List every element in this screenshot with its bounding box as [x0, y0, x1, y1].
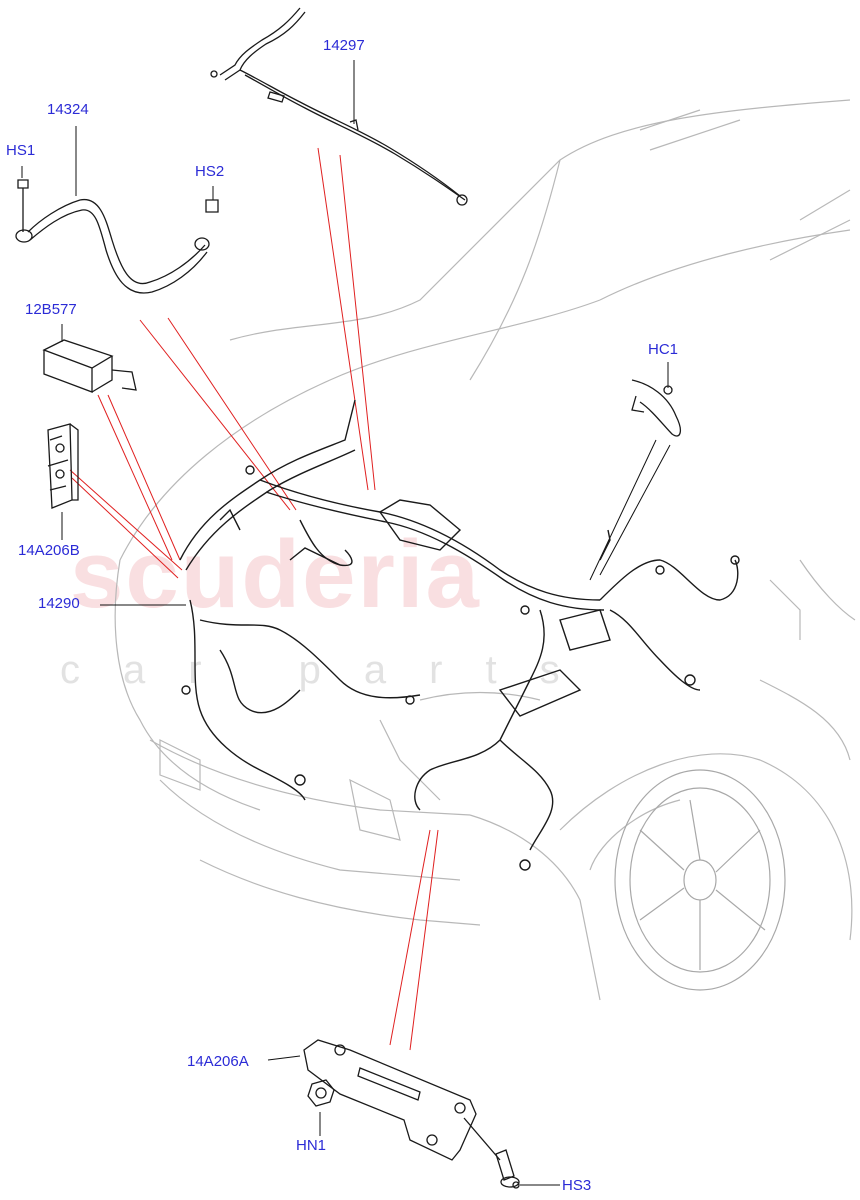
module-12b577 [42, 339, 137, 393]
callout-14a206b: 14A206B [18, 542, 80, 559]
wheel-outline [614, 769, 786, 991]
callout-14297: 14297 [323, 37, 365, 54]
callout-hs1: HS1 [6, 142, 36, 159]
callout-14a206a: 14A206A [187, 1053, 249, 1070]
clip-hc1 [631, 379, 682, 437]
earth-strap-14324 [15, 179, 219, 294]
bracket-14a206b [47, 423, 79, 509]
car-outline [114, 99, 856, 1001]
bolt-hs3 [463, 1117, 520, 1189]
harness-14297 [210, 7, 468, 206]
nut-hn1 [307, 1079, 335, 1107]
bracket-14a206a [303, 1039, 477, 1161]
callout-hs3: HS3 [562, 1177, 592, 1194]
main-harness [179, 399, 740, 871]
callout-14290: 14290 [38, 595, 80, 612]
callout-hn1: HN1 [296, 1137, 327, 1154]
callout-14324: 14324 [47, 101, 89, 118]
callout-12b577: 12B577 [25, 301, 77, 318]
callout-hc1: HC1 [648, 341, 679, 358]
callout-hs2: HS2 [195, 163, 225, 180]
watermark-brand: scuderia [70, 521, 481, 628]
watermark-sub: car parts [60, 648, 603, 692]
leader-lines [69, 147, 439, 1051]
callout-leaders [21, 60, 671, 1186]
